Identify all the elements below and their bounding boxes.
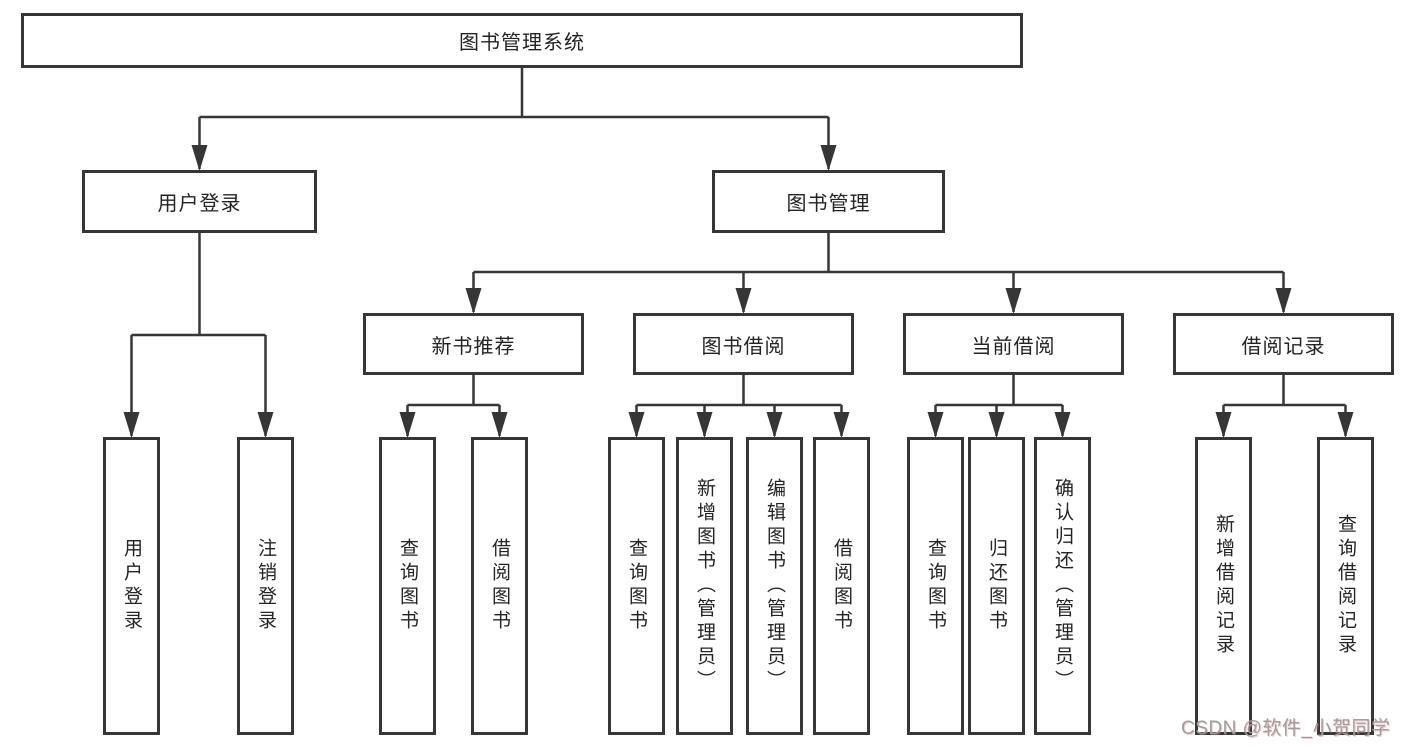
node-new-book-recommendation: 新书推荐: [363, 313, 584, 375]
node-label: 新增图书（管理员）: [694, 478, 715, 694]
node-label: 注销登录: [255, 538, 276, 634]
leaf-add-books-admin: 新增图书（管理员）: [676, 437, 733, 735]
node-current-borrowing: 当前借阅: [903, 313, 1124, 375]
node-label: 用户登录: [121, 538, 142, 634]
node-book-borrowing: 图书借阅: [633, 313, 854, 375]
node-label: 归还图书: [986, 538, 1007, 634]
leaf-query-borrow-record: 查询借阅记录: [1317, 437, 1374, 735]
leaf-add-borrow-record: 新增借阅记录: [1195, 437, 1252, 735]
node-label: 借阅图书: [831, 538, 852, 634]
node-label: 查询图书: [925, 538, 946, 634]
leaf-borrow-books: 借阅图书: [813, 437, 870, 735]
node-book-management: 图书管理: [712, 170, 945, 233]
leaf-query-books-borrow: 查询图书: [608, 437, 665, 735]
node-label: 图书管理系统: [459, 32, 585, 54]
node-label: 查询图书: [626, 538, 647, 634]
node-label: 新书推荐: [431, 335, 516, 358]
node-label: 编辑图书（管理员）: [764, 478, 785, 694]
leaf-borrow-books-recommend: 借阅图书: [471, 437, 528, 735]
node-label: 借阅记录: [1241, 335, 1326, 358]
leaf-query-books-current: 查询图书: [907, 437, 964, 735]
node-label: 确认归还（管理员）: [1052, 478, 1073, 694]
leaf-query-books-recommend: 查询图书: [379, 437, 436, 735]
node-label: 借阅图书: [489, 538, 510, 634]
node-label: 查询图书: [397, 538, 418, 634]
node-label: 新增借阅记录: [1213, 514, 1234, 658]
leaf-user-login: 用户登录: [103, 437, 160, 735]
leaf-return-books: 归还图书: [968, 437, 1025, 735]
node-user-login: 用户登录: [82, 170, 317, 233]
leaf-logout-login: 注销登录: [237, 437, 294, 735]
leaf-confirm-return-admin: 确认归还（管理员）: [1034, 437, 1091, 735]
node-library-management-system: 图书管理系统: [21, 13, 1023, 68]
leaf-edit-books-admin: 编辑图书（管理员）: [746, 437, 803, 735]
node-label: 查询借阅记录: [1335, 514, 1356, 658]
node-label: 用户登录: [157, 193, 242, 215]
node-label: 当前借阅: [971, 335, 1056, 358]
node-label: 图书管理: [786, 193, 871, 215]
node-borrowing-records: 借阅记录: [1173, 313, 1394, 375]
node-label: 图书借阅: [701, 335, 786, 358]
watermark: CSDN @软件_小贺同学: [1181, 718, 1391, 739]
